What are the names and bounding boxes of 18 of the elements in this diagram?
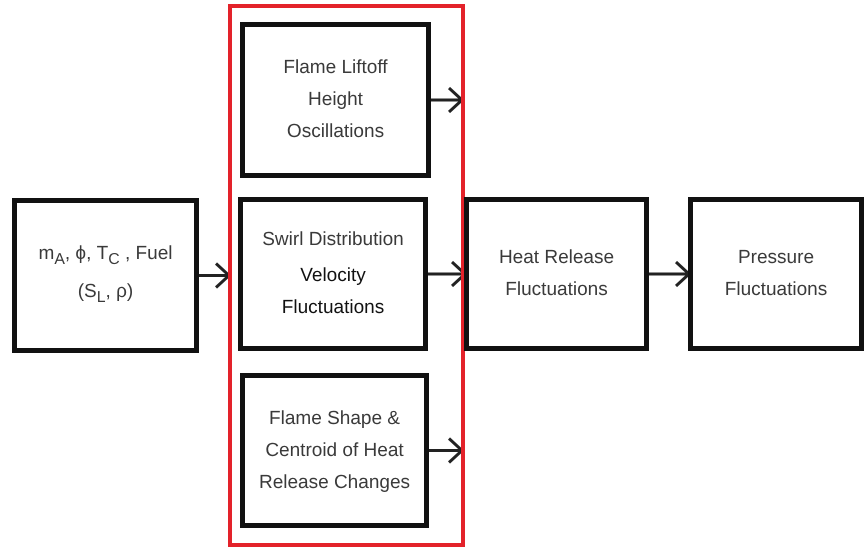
process-box [240,373,429,528]
arrow [199,262,230,289]
process-box [240,22,431,178]
box-label: Flame Shape & Centroid of Heat Release Changes [258,406,412,494]
box-label: Pressure Fluctuations [724,246,828,302]
box-label: Swirl Distribution [261,228,405,252]
process-box [464,197,649,351]
box-label: m$_{A}$, ϕ, T$_{C}$ , Fuel (S$_{L}$, ρ) [37,242,174,308]
arrow [649,260,690,288]
process-box [688,197,864,351]
box-label: Velocity Fluctuations [280,264,386,320]
group-frame [228,4,465,547]
process-box [238,197,428,351]
box-label: Heat Release Fluctuations [498,246,616,302]
arrow [429,437,464,464]
arrow [431,86,464,114]
process-box [12,198,199,353]
box-label: Flame Liftoff Height Oscillations [282,56,389,144]
